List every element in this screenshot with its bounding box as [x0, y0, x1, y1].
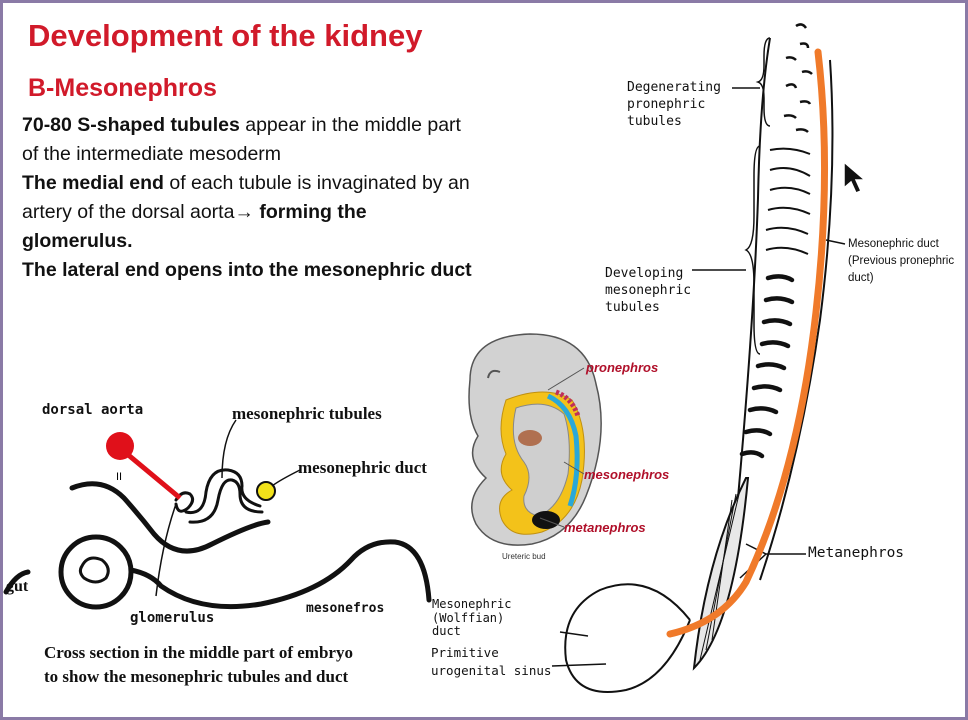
embryo-eye	[487, 369, 501, 379]
glomerulus-capsule	[174, 491, 195, 513]
label-primitive-urogenital-sinus: Primitive urogenital sinus	[431, 645, 552, 678]
dorsal-aorta-dot	[106, 432, 134, 460]
embryo-heart	[518, 430, 542, 446]
long-outline-right	[759, 59, 834, 581]
arrow-symbol: →	[234, 201, 254, 223]
gut-lumen	[78, 556, 110, 584]
aorta-mark: II	[116, 471, 122, 483]
bracket-degenerating	[755, 37, 771, 127]
embryo-pronephros-red	[555, 389, 581, 417]
text-rest-2: of each tubule is invaginated by an arte…	[22, 172, 470, 223]
text-bold-2b: forming the glomerulus.	[22, 201, 367, 252]
label-gut: gut	[6, 578, 29, 595]
caption-line-1: Cross section in the middle part of embr…	[44, 643, 353, 662]
label-developing-tubules: Developing mesonephric tubules	[605, 266, 692, 315]
mesonephric-duct-dot	[256, 481, 276, 501]
pointer-pronephros	[547, 367, 585, 391]
gut-ring	[58, 534, 134, 610]
pointer-glomerulus	[155, 503, 177, 597]
degenerating-tubules	[783, 23, 813, 133]
mesonephric-tubule-shape	[184, 468, 264, 524]
cross-section-caption: Cross section in the middle part of embr…	[44, 641, 353, 689]
text-bold-2: The medial end	[22, 172, 164, 194]
label-degenerating-tubules: Degenerating pronephric tubules	[627, 80, 721, 129]
pointer-duct-prev	[825, 239, 846, 245]
label-pronephros: pronephros	[586, 360, 659, 375]
embryo-duct-blue	[546, 393, 580, 507]
embryo-drawing	[468, 333, 602, 546]
embryo-pointers	[539, 367, 585, 528]
label-mesonephric-duct: mesonephric duct	[298, 458, 427, 477]
label-mesonephric-duct-previous: Mesonephric duct (Previous pronephric du…	[848, 238, 955, 284]
cross-section-drawing	[3, 468, 432, 610]
mouse-cursor-icon	[843, 160, 868, 194]
slide-title: Development of the kidney	[28, 18, 423, 53]
cross-section-pointers	[155, 419, 301, 597]
text-rest-1: appear in the middle part of the interme…	[22, 114, 461, 165]
pointer-duct	[271, 469, 301, 487]
label-wolffian-duct: Mesonephric (Wolffian) duct	[432, 597, 512, 638]
label-metanephros: Metanephros	[808, 545, 905, 561]
label-mesonephros: mesonephros	[584, 467, 670, 482]
label-metanephros-embryo: metanephros	[564, 520, 646, 535]
body-outline-bottom	[3, 539, 432, 610]
pointer-wolffian	[559, 631, 589, 637]
pointer-metanephros	[539, 517, 565, 528]
pointer-mesonephros	[563, 461, 585, 475]
pointer-sinus	[551, 663, 607, 667]
developing-tubules	[765, 147, 811, 255]
aorta-branch	[118, 446, 182, 500]
bracket-developing	[744, 145, 761, 355]
label-mesonephric-tubules: mesonephric tubules	[232, 404, 382, 423]
mesonephric-duct-orange	[666, 48, 829, 638]
label-dorsal-aorta: dorsal aorta	[42, 402, 144, 418]
label-ureteric-bud: Ureteric bud	[502, 552, 546, 561]
body-outline-top	[69, 481, 271, 554]
text-bold-3: The lateral end opens into the mesonephr…	[22, 259, 472, 281]
urogenital-sinus	[564, 583, 691, 693]
slide-subtitle: B-Mesonephros	[28, 74, 217, 102]
pointer-tubules	[221, 419, 237, 479]
slide-body-text: 70-80 S-shaped tubules appear in the mid…	[22, 111, 482, 285]
label-mesonefros: mesonefros	[306, 601, 385, 616]
long-outline-left	[737, 37, 771, 499]
mesonephric-tubules-bold	[739, 274, 795, 459]
label-glomerulus: glomerulus	[130, 610, 215, 626]
caption-line-2: to show the mesonephric tubules and duct	[44, 667, 349, 686]
text-bold-1: 70-80 S-shaped tubules	[22, 114, 240, 136]
